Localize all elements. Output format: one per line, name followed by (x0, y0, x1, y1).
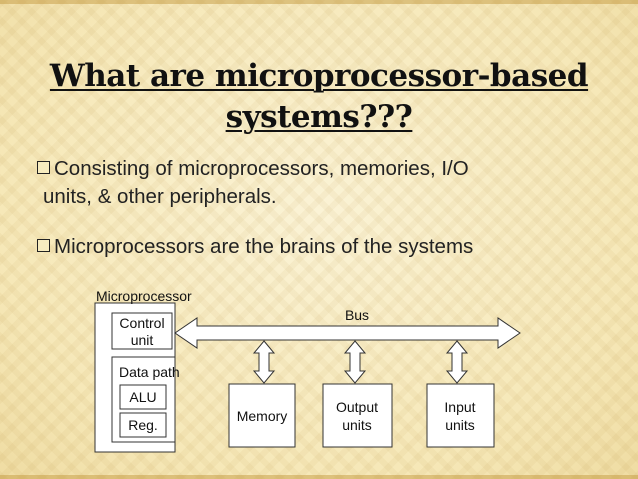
slide-title: What are microprocessor-based systems??? (30, 56, 608, 138)
input-units-box (426, 383, 495, 448)
bullet-item-2: Microprocessors are the brains of the sy… (37, 233, 617, 261)
bullet-1-line-1: Consisting of microprocessors, memories,… (54, 157, 469, 180)
memory-bus-arrow (252, 340, 276, 384)
bottom-border (0, 475, 638, 479)
control-unit-label-1: Control (119, 315, 164, 331)
control-unit-label-2: unit (131, 332, 154, 348)
microprocessor-label: Microprocessor (96, 288, 192, 304)
bus-label: Bus (345, 307, 369, 323)
bullet-2-line-1: Microprocessors are the brains of the sy… (54, 235, 474, 258)
checkbox-bullet-icon (37, 161, 50, 174)
input-bus-arrow (445, 340, 469, 384)
alu-box (119, 384, 167, 410)
output-bus-arrow (343, 340, 367, 384)
output-units-label-1: Output (336, 399, 378, 415)
title-line-1: What are microprocessor-based (49, 58, 589, 94)
register-label: Reg. (128, 417, 158, 433)
memory-label: Memory (237, 408, 288, 424)
input-units-label-1: Input (444, 399, 475, 415)
bullet-1-line-2: units, & other peripherals. (43, 185, 277, 208)
control-unit-box (111, 312, 173, 350)
output-units-label-2: units (342, 417, 372, 433)
top-border (0, 0, 638, 4)
register-box (119, 412, 167, 438)
data-path-label: Data path (119, 364, 180, 380)
alu-label: ALU (129, 389, 156, 405)
bus-arrow (174, 317, 521, 349)
checkbox-bullet-icon (37, 239, 50, 252)
output-units-box (322, 383, 393, 448)
memory-box (228, 383, 296, 448)
input-units-label-2: units (445, 417, 475, 433)
bullet-item-1: Consisting of microprocessors, memories,… (37, 155, 617, 211)
title-line-2: systems??? (225, 99, 413, 135)
